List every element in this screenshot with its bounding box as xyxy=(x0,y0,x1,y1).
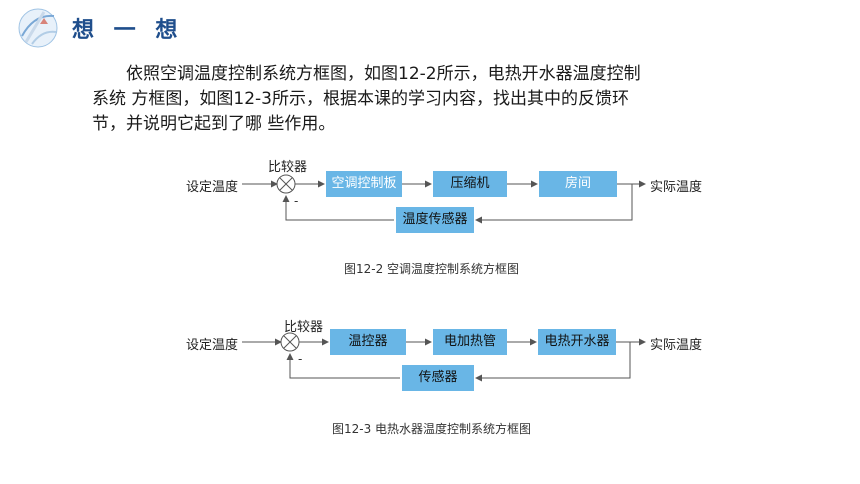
feedback-arrow-out xyxy=(282,195,394,221)
logo xyxy=(14,6,62,50)
diagram-connectors xyxy=(242,174,646,224)
block-controller: 空调控制板 xyxy=(326,171,402,197)
minus-sign: - xyxy=(298,352,303,366)
block-feedback-sensor: 传感器 xyxy=(402,365,474,391)
figure-caption: 图12-2 空调温度控制系统方框图 xyxy=(344,262,520,276)
paragraph-line: 系统 方框图，如图12-3所示，根据本课的学习内容，找出其中的反馈环 xyxy=(92,89,629,109)
paragraph-line: 节，并说明它起到了哪 些作用。 xyxy=(92,114,336,134)
block-thermostat: 温控器 xyxy=(330,329,406,355)
input-label: 设定温度 xyxy=(186,180,239,195)
comparator-label: 比较器 xyxy=(268,160,308,175)
question-paragraph: 依照空调温度控制系统方框图，如图12-2所示，电热开水器温度控制 系统 方框图，… xyxy=(92,62,792,137)
paragraph-line: 依照空调温度控制系统方框图，如图12-2所示，电热开水器温度控制 xyxy=(92,62,792,87)
block-compressor: 压缩机 xyxy=(433,171,507,197)
block-diagram-12-3: 设定温度 比较器 - 温控器 电加热管 电热开水器 实际温度 传感器 图12-3… xyxy=(180,312,720,446)
output-label: 实际温度 xyxy=(650,338,703,353)
input-label: 设定温度 xyxy=(186,338,239,353)
comparator-label: 比较器 xyxy=(284,320,324,335)
feedback-arrow-out xyxy=(286,353,400,379)
paragraph-line-1: 依照空调温度控制系统方框图，如图12-2所示，电热开水器温度控制 xyxy=(126,64,641,84)
figure-caption: 图12-3 电热水器温度控制系统方框图 xyxy=(332,422,532,436)
feedback-arrow-in xyxy=(475,342,631,382)
feedback-arrow-in xyxy=(475,184,633,224)
block-room: 房间 xyxy=(539,171,617,197)
block-feedback-sensor: 温度传感器 xyxy=(396,207,474,233)
minus-sign: - xyxy=(294,194,299,208)
diagram-connectors xyxy=(242,332,646,382)
block-diagram-12-2: 设定温度 比较器 - 空调控制板 压缩机 房间 实际温度 温度传感器 图12-2… xyxy=(180,156,720,278)
output-label: 实际温度 xyxy=(650,180,703,195)
globe-logo-icon xyxy=(18,8,58,48)
block-water-heater: 电热开水器 xyxy=(538,329,616,355)
block-heater-tube: 电加热管 xyxy=(433,329,507,355)
page-title: 想 一 想 xyxy=(72,18,184,43)
